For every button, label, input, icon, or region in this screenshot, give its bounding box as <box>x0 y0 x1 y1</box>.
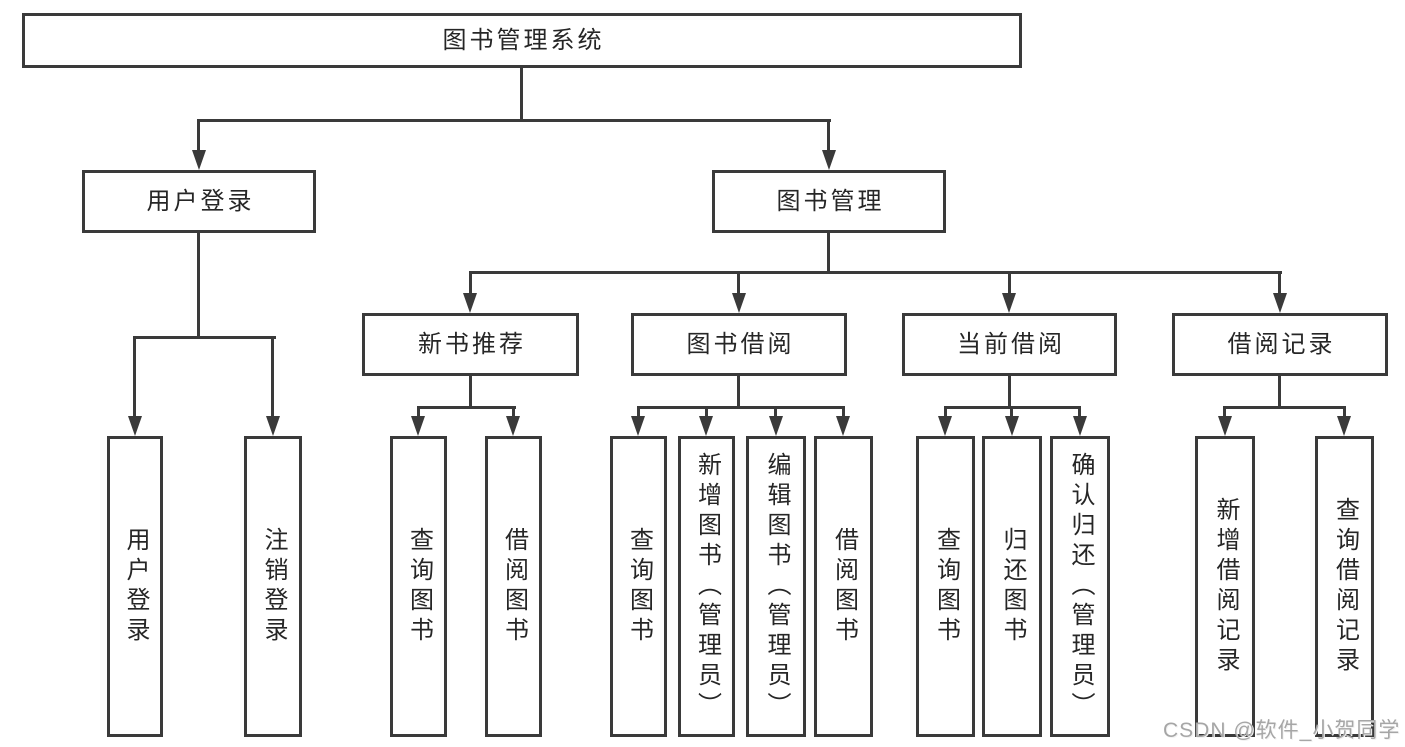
connector-login-bus <box>134 336 276 339</box>
connector-drop <box>774 406 777 418</box>
leaf-label: 归还图书 <box>999 526 1026 647</box>
arrow-down-icon <box>266 416 280 436</box>
leaf-label: 新增图书（管理员） <box>693 451 721 722</box>
connector-drop <box>944 406 947 418</box>
leaf-add-borrow-record: 新增借阅记录 <box>1195 436 1255 737</box>
leaf-query-borrow-record: 查询借阅记录 <box>1315 436 1374 737</box>
node-user-login: 用户登录 <box>82 170 316 233</box>
leaf-label: 用户登录 <box>122 526 149 647</box>
leaf-query-books: 查询图书 <box>916 436 975 737</box>
node-label: 借阅记录 <box>1227 330 1336 358</box>
connector-level2-bus <box>197 119 831 122</box>
connector-section-stem <box>737 376 740 409</box>
connector-drop <box>1343 406 1346 418</box>
csdn-watermark: CSDN @软件_小贺同学 <box>1163 719 1401 742</box>
node-label: 图书借阅 <box>686 330 795 358</box>
connector-drop-logout-leaf <box>271 336 274 418</box>
connector-section-stem <box>469 376 472 409</box>
leaf-query-books: 查询图书 <box>610 436 667 737</box>
connector-drop <box>637 406 640 418</box>
connector-section-bus <box>417 406 516 409</box>
arrow-down-icon <box>1337 416 1351 436</box>
node-current-borrowing: 当前借阅 <box>902 313 1117 376</box>
connector-drop <box>1223 406 1226 418</box>
connector-section-stem <box>1278 376 1281 409</box>
connector-drop-borrow-records <box>1278 271 1281 295</box>
connector-drop <box>705 406 708 418</box>
arrow-down-icon <box>1073 416 1087 436</box>
arrow-down-icon <box>506 416 520 436</box>
leaf-label: 查询借阅记录 <box>1331 496 1359 677</box>
connector-section-stem <box>1008 376 1011 409</box>
arrow-down-icon <box>1005 416 1019 436</box>
arrow-down-icon <box>1002 293 1016 313</box>
connector-root-stem <box>520 68 523 121</box>
node-label: 用户登录 <box>146 187 255 215</box>
arrow-down-icon <box>192 150 206 170</box>
node-label: 图书管理 <box>776 187 885 215</box>
connector-drop <box>1010 406 1013 418</box>
leaf-confirm-return-admin: 确认归还（管理员） <box>1050 436 1110 737</box>
node-library-management-system: 图书管理系统 <box>22 13 1022 68</box>
node-book-borrowing: 图书借阅 <box>631 313 847 376</box>
connector-drop <box>842 406 845 418</box>
arrow-down-icon <box>631 416 645 436</box>
node-borrowing-records: 借阅记录 <box>1172 313 1388 376</box>
connector-drop-current-borrow <box>1008 271 1011 295</box>
node-new-book-recommendation: 新书推荐 <box>362 313 579 376</box>
connector-drop <box>512 406 515 418</box>
connector-mgmt-stem <box>827 233 830 274</box>
leaf-label: 借阅图书 <box>830 526 858 647</box>
leaf-query-books: 查询图书 <box>390 436 447 737</box>
node-label: 当前借阅 <box>957 330 1065 358</box>
leaf-label: 新增借阅记录 <box>1212 496 1239 677</box>
leaf-borrow-books: 借阅图书 <box>485 436 542 737</box>
connector-drop-book-mgmt <box>827 119 830 152</box>
leaf-label: 注销登录 <box>260 526 287 647</box>
leaf-borrow-books: 借阅图书 <box>814 436 873 737</box>
leaf-label: 查询图书 <box>625 526 653 647</box>
leaf-logout: 注销登录 <box>244 436 302 737</box>
connector-drop-book-borrow <box>737 271 740 295</box>
connector-drop <box>1078 406 1081 418</box>
leaf-label: 编辑图书（管理员） <box>763 451 790 722</box>
node-label: 图书管理系统 <box>442 26 605 54</box>
connector-drop-user-login <box>197 119 200 152</box>
leaf-label: 查询图书 <box>932 526 960 647</box>
leaf-return-books: 归还图书 <box>982 436 1042 737</box>
node-book-management: 图书管理 <box>712 170 946 233</box>
connector-drop-login-leaf <box>133 336 136 418</box>
arrow-down-icon <box>699 416 713 436</box>
leaf-user-login: 用户登录 <box>107 436 163 737</box>
leaf-label: 确认归还（管理员） <box>1067 451 1094 722</box>
leaf-add-books-admin: 新增图书（管理员） <box>678 436 735 737</box>
arrow-down-icon <box>836 416 850 436</box>
leaf-edit-books-admin: 编辑图书（管理员） <box>746 436 806 737</box>
connector-drop-new-book <box>469 271 472 295</box>
arrow-down-icon <box>822 150 836 170</box>
arrow-down-icon <box>769 416 783 436</box>
arrow-down-icon <box>128 416 142 436</box>
arrow-down-icon <box>463 293 477 313</box>
connector-section-bus <box>1223 406 1346 409</box>
arrow-down-icon <box>1273 293 1287 313</box>
arrow-down-icon <box>411 416 425 436</box>
arrow-down-icon <box>938 416 952 436</box>
connector-login-stem <box>197 233 200 339</box>
arrow-down-icon <box>1218 416 1232 436</box>
node-label: 新书推荐 <box>418 330 526 358</box>
connector-section-bus <box>637 406 845 409</box>
leaf-label: 查询图书 <box>405 526 433 647</box>
arrow-down-icon <box>732 293 746 313</box>
leaf-label: 借阅图书 <box>500 526 528 647</box>
connector-drop <box>417 406 420 418</box>
connector-level3-bus <box>469 271 1282 274</box>
